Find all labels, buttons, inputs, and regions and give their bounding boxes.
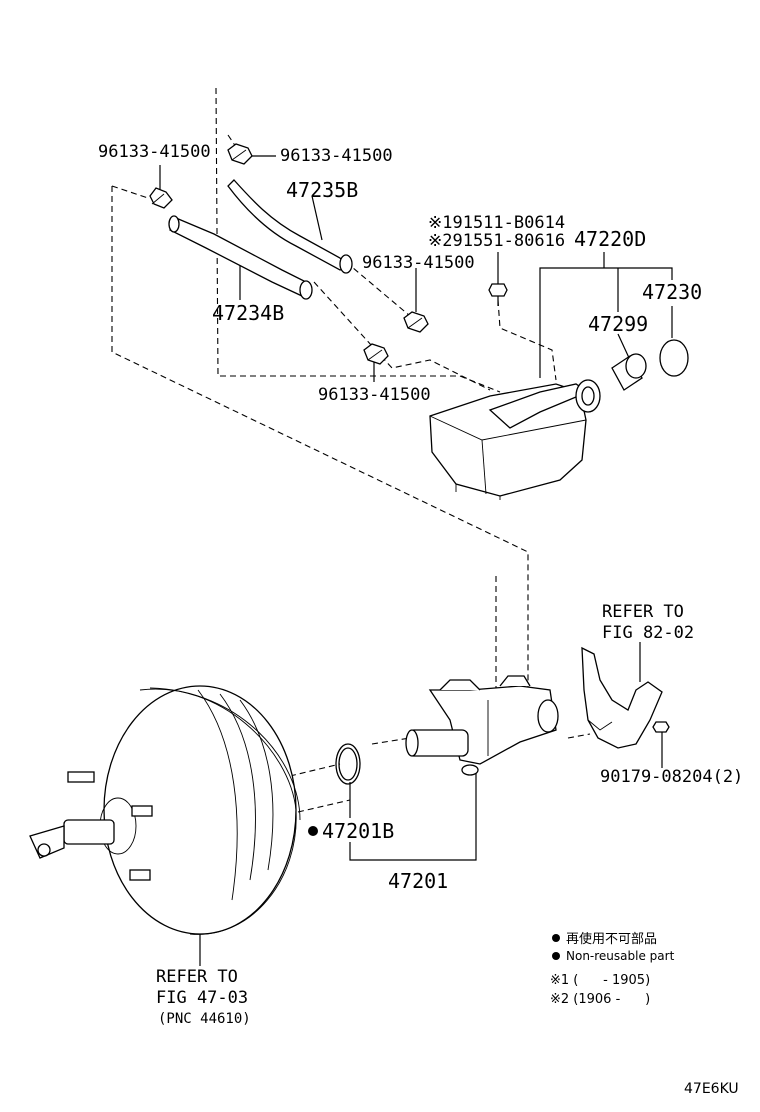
brake-booster[interactable] [29, 685, 301, 935]
label-clamp-top-left: 96133-41500 [98, 142, 211, 162]
label-strainer-47299: 47299 [588, 312, 648, 336]
oring-47201b[interactable] [335, 743, 361, 785]
label-oring-47201b: 47201B [322, 819, 394, 843]
label-hose-47234b: 47234B [212, 301, 284, 325]
reservoir-bolt[interactable] [488, 283, 508, 306]
part-labels: 96133-41500 96133-41500 47235B ※191511-B… [98, 142, 743, 1097]
label-bolt-ref1: ※191511-B0614 [428, 213, 565, 233]
label-refer-booster-3: (PNC 44610) [158, 1011, 251, 1027]
hose-47235b[interactable] [227, 179, 353, 274]
hose-clamp-mid[interactable] [403, 311, 429, 333]
hose-clamp-top-right[interactable] [227, 143, 253, 165]
diagram-code: 47E6KU [684, 1081, 739, 1097]
label-refer-booster-1: REFER TO [156, 967, 238, 987]
leader-lines [159, 155, 673, 966]
hose-clamp-low[interactable] [363, 343, 389, 365]
hose-clamp-top-left[interactable] [149, 187, 173, 209]
label-refer-bracket-1: REFER TO [602, 602, 684, 622]
label-refer-booster-2: FIG 47-03 [156, 988, 248, 1008]
legend-note-2: ※2 (1906 - ) [550, 992, 650, 1007]
label-refer-bracket-2: FIG 82-02 [602, 623, 694, 643]
bracket-bolt-90179[interactable] [652, 721, 670, 733]
reservoir-cap-47230[interactable] [659, 339, 689, 377]
label-hose-47235b: 47235B [286, 178, 358, 202]
legend: 再使用不可部品 Non-reusable part ※1 ( - 1905) ※… [550, 931, 675, 1007]
label-clamp-top-right: 96133-41500 [280, 146, 393, 166]
bracket-refer-82-02[interactable] [581, 646, 663, 749]
label-clamp-low: 96133-41500 [318, 385, 431, 405]
legend-non-reusable-jp: 再使用不可部品 [566, 931, 657, 947]
label-bracket-bolt: 90179-08204(2) [600, 767, 743, 787]
reservoir-tank-47220d[interactable] [429, 379, 601, 500]
strainer-47299[interactable] [611, 353, 647, 391]
label-master-cylinder-47201: 47201 [388, 869, 448, 893]
label-clamp-mid: 96133-41500 [362, 253, 475, 273]
legend-note-1: ※1 ( - 1905) [550, 973, 650, 988]
legend-non-reusable-en: Non-reusable part [566, 949, 675, 963]
label-bolt-ref2: ※291551-80616 [428, 231, 565, 251]
master-cylinder-47201[interactable] [405, 675, 559, 776]
non-reusable-dot [308, 826, 318, 836]
hose-47234b[interactable] [168, 215, 313, 300]
label-cap-47230: 47230 [642, 280, 702, 304]
dashed-guide-lines [111, 87, 591, 813]
label-reservoir-47220d: 47220D [574, 227, 646, 251]
